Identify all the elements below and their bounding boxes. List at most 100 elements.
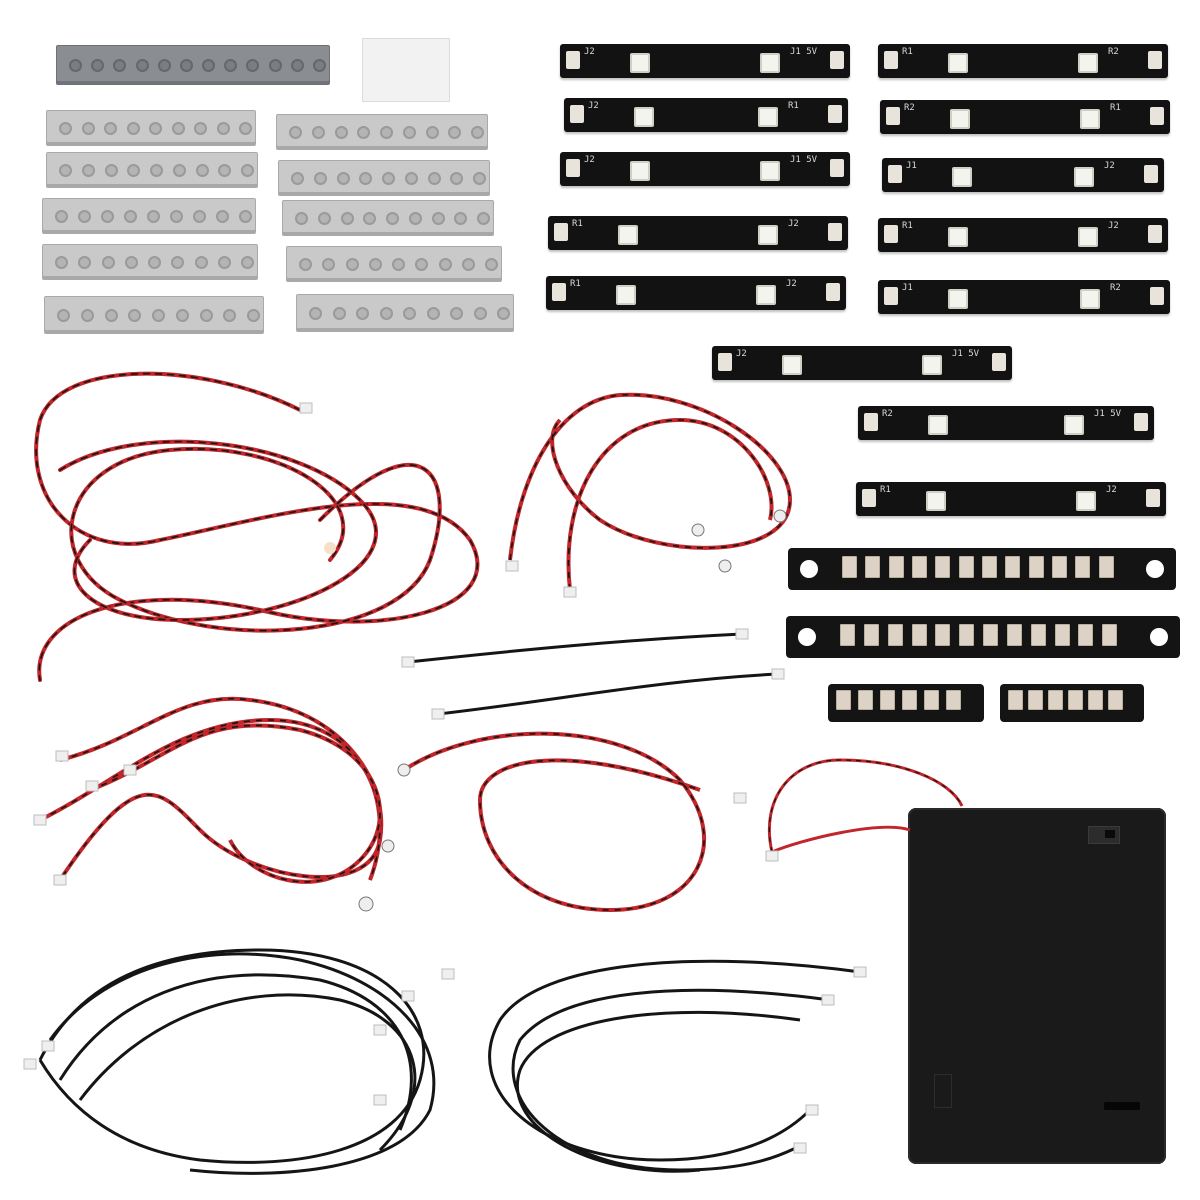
silkscreen-left: J2: [584, 155, 595, 165]
led-chip: [758, 225, 778, 245]
plate-stud: [448, 126, 462, 139]
led-chip: [950, 109, 970, 129]
plate-stud: [195, 164, 209, 177]
connector-port: [1102, 624, 1118, 646]
connector-port: [946, 690, 961, 710]
plate-stud: [363, 212, 377, 225]
plate-stud: [124, 210, 137, 223]
strip-connector: [886, 107, 900, 125]
mounting-hole: [800, 560, 818, 578]
connector-port: [902, 690, 917, 710]
connector-port: [880, 690, 895, 710]
plate-stud: [104, 164, 118, 177]
silkscreen-right: J2: [786, 279, 797, 289]
plate-stud: [157, 59, 171, 72]
silkscreen-right: J2: [1106, 485, 1117, 495]
plate-stud: [473, 172, 486, 185]
connector-port: [1054, 624, 1070, 646]
strip-connector: [888, 165, 902, 183]
plate-stud: [218, 164, 232, 177]
mounting-hole: [1146, 560, 1164, 578]
plate-stud: [415, 258, 429, 271]
connector-port: [935, 556, 951, 578]
led-chip: [616, 285, 636, 305]
plate-stud: [55, 256, 68, 269]
plate-stud: [147, 210, 160, 223]
led-chip: [948, 53, 968, 73]
strip-connector: [1150, 107, 1164, 125]
led-chip: [756, 285, 776, 305]
silkscreen-left: J2: [736, 349, 747, 359]
connector-port: [836, 690, 851, 710]
led-chip: [1064, 415, 1084, 435]
plate-stud: [193, 210, 206, 223]
red-cable-bundle-lower: [33, 696, 395, 912]
plate-stud: [336, 172, 350, 185]
plate-stud: [172, 164, 186, 177]
plate-stud: [101, 210, 114, 223]
connector-port: [911, 624, 927, 646]
plate-stud: [313, 172, 327, 185]
connector-port: [1098, 556, 1114, 578]
connector-port: [842, 556, 857, 578]
grey-plate: [42, 244, 258, 280]
plate-stud: [313, 59, 326, 72]
led-chip: [760, 161, 780, 181]
strip-connector: [566, 159, 580, 177]
plate-stud: [332, 307, 346, 320]
led-chip: [618, 225, 638, 245]
plate-stud: [382, 172, 395, 185]
grey-plate: [282, 200, 494, 236]
strip-connector: [864, 413, 878, 431]
connector-port: [1088, 690, 1103, 710]
plate-stud: [223, 309, 237, 322]
plate-stud: [91, 59, 105, 72]
silkscreen-left: R1: [902, 221, 913, 231]
silkscreen-right: R2: [1108, 47, 1119, 57]
plate-stud: [359, 172, 373, 185]
silkscreen-left: J1: [906, 161, 917, 171]
strip-connector: [570, 105, 584, 123]
plate-stud: [345, 258, 359, 271]
connector-port: [865, 556, 881, 578]
plate-stud: [59, 122, 72, 135]
plate-stud: [59, 164, 72, 177]
plate-stud: [224, 59, 238, 72]
transparent-tile: [362, 38, 450, 102]
plate-stud: [194, 122, 207, 135]
silkscreen-right: J2: [1104, 161, 1115, 171]
plate-stud: [368, 258, 382, 271]
plate-stud: [128, 309, 142, 322]
strip-connector: [862, 489, 876, 507]
plate-stud: [299, 258, 312, 271]
plate-stud: [497, 307, 510, 320]
silkscreen-right: J1 5V: [790, 155, 818, 165]
led-chip: [630, 53, 650, 73]
plate-stud: [356, 307, 369, 320]
plate-stud: [152, 309, 165, 322]
dark-grey-plate: [56, 45, 330, 85]
plate-stud: [317, 212, 331, 225]
plate-stud: [471, 126, 484, 139]
strip-connector: [992, 353, 1006, 371]
silkscreen-right: J1 5V: [790, 47, 818, 57]
plate-stud: [425, 126, 439, 139]
plate-stud: [135, 59, 149, 72]
connector-port: [959, 624, 975, 646]
plate-stud: [357, 126, 371, 139]
connector-port: [1052, 556, 1067, 578]
expansion-board: [828, 684, 984, 722]
silkscreen-right: J1 5V: [952, 349, 980, 359]
strip-connector: [566, 51, 580, 69]
plate-stud: [127, 164, 141, 177]
plate-stud: [126, 122, 140, 135]
plate-stud: [202, 59, 216, 72]
connector-port: [1028, 556, 1044, 578]
connector-port: [1048, 690, 1063, 710]
battery-box: [908, 808, 1166, 1164]
